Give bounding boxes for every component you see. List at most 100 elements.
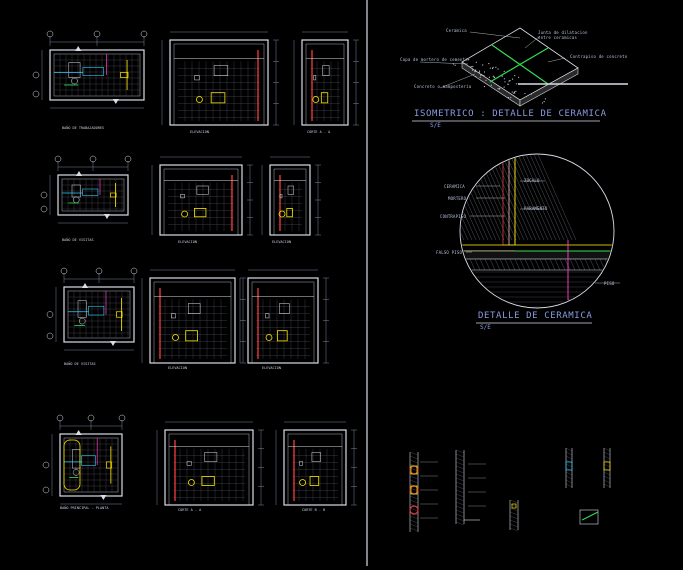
detail-label-right-1: PISO <box>604 281 614 286</box>
plan-4-section-marker <box>100 495 106 500</box>
iso-aggregate <box>493 76 494 77</box>
plan-1-walls <box>50 50 144 100</box>
cyan-fitting <box>566 462 572 470</box>
detail-pipe-left-hatch <box>410 508 418 511</box>
wall-hatch <box>436 150 476 240</box>
plan-2-axis-bubble <box>41 192 47 198</box>
elev1-caption-2: ELEVACION <box>178 240 197 244</box>
floor-hatch <box>490 259 495 270</box>
floor-hatch <box>565 259 570 270</box>
plan-4-section-marker <box>76 430 82 435</box>
detail-wall-2-hatch <box>456 522 464 525</box>
floor-hatch <box>560 259 565 270</box>
iso-aggregate <box>544 101 545 102</box>
iso-aggregate <box>514 75 515 76</box>
iso-label-top-left: Ceramica <box>446 28 467 33</box>
iso-aggregate <box>510 97 511 98</box>
iso-aggregate <box>504 81 505 82</box>
elev2-4-accessory <box>300 462 303 466</box>
detail-wall-4-hatch <box>566 452 572 455</box>
iso-aggregate <box>512 91 513 92</box>
detail-wall-4-hatch <box>566 472 572 475</box>
elev1-3-mirror <box>188 304 200 314</box>
elev2-2-wall <box>274 169 306 235</box>
detail-label-left-2: MORTERO <box>448 196 466 201</box>
detail-wall-4-hatch <box>566 464 572 467</box>
detail-wall-2-hatch <box>456 486 464 489</box>
wall-hatch <box>420 150 460 240</box>
detail-wall-2-hatch <box>456 494 464 497</box>
iso-aggregate <box>481 74 482 75</box>
detail-wall-3-hatch <box>510 504 518 507</box>
detail-wall-5-hatch <box>604 456 610 459</box>
iso-aggregate <box>508 97 509 98</box>
floor-hatch <box>515 259 520 270</box>
floor-hatch <box>575 259 580 270</box>
plan-2-section-marker <box>76 171 82 176</box>
detail-pipe-left-hatch <box>410 452 418 455</box>
iso-aggregate <box>476 62 477 63</box>
elev2-3-accessory <box>266 314 270 318</box>
floor-hatch <box>570 259 575 270</box>
iso-aggregate <box>497 68 498 69</box>
iso-aggregate <box>479 72 480 73</box>
floor-hatch <box>510 259 515 270</box>
detail-wall-2-hatch <box>456 498 464 501</box>
detail-wall-5-hatch <box>604 480 610 483</box>
plan-4-axis-bubble <box>43 487 49 493</box>
plan-caption-2: BAÑO DE VISITAS <box>62 238 94 242</box>
elev1-4-frame <box>165 430 253 505</box>
iso-aggregate <box>495 67 496 68</box>
detail-wall-5-hatch <box>604 468 610 471</box>
detail-wall-2-hatch <box>456 474 464 477</box>
elev2-3-wall <box>252 282 314 363</box>
elev2-2-mirror <box>288 186 294 194</box>
elev1-1-wc-elev <box>211 93 225 103</box>
iso-aggregate <box>475 69 476 70</box>
detail-wall-2-hatch <box>456 466 464 469</box>
iso-aggregate <box>504 87 505 88</box>
iso-right-face <box>520 68 578 106</box>
detail-wall-2-hatch <box>456 482 464 485</box>
elev2-1-fixture <box>313 97 319 103</box>
iso-aggregate <box>524 93 525 94</box>
elev1-2-mirror <box>197 186 208 194</box>
plan-4-lavatory <box>82 456 96 466</box>
plan-3-section-marker <box>82 283 88 288</box>
wall-hatch <box>448 150 488 240</box>
iso-aggregate <box>479 70 480 71</box>
iso-scale: S/E <box>430 122 441 129</box>
detail-pipe-left-hatch <box>410 500 418 503</box>
iso-leader <box>548 58 565 62</box>
iso-aggregate <box>475 76 476 77</box>
detail-wall-5-hatch <box>604 476 610 479</box>
plan-2-section-marker <box>104 214 110 219</box>
detail-pipe-left-hatch <box>410 496 418 499</box>
detail-wall-3-hatch <box>510 524 518 527</box>
wall-hatch <box>428 150 468 240</box>
elev2-1-wc-elev <box>321 93 327 103</box>
detail-wall-2-hatch <box>456 450 464 453</box>
iso-aggregate <box>492 67 493 68</box>
elev1-1-mirror <box>214 66 228 76</box>
detail-pipe-left-hatch <box>410 480 418 483</box>
iso-aggregate <box>489 77 490 78</box>
elev1-1-fixture <box>196 97 202 103</box>
iso-leader <box>470 32 520 38</box>
plan-1-axis-bubble <box>33 72 39 78</box>
floor-hatch <box>580 259 585 270</box>
iso-aggregate <box>542 102 543 103</box>
floor-hatch <box>545 259 550 270</box>
detail-pipe-left-hatch <box>410 456 418 459</box>
floor-hatch <box>460 259 465 270</box>
iso-aggregate <box>516 83 517 84</box>
detail-wall-5-hatch <box>604 472 610 475</box>
elev2-3-wc-elev <box>277 331 287 341</box>
detail-wall-3-hatch <box>510 508 518 511</box>
plan-3-lavatory <box>89 306 104 315</box>
elev1-4-wall <box>169 434 249 505</box>
detail-label-left-4: FALSO PISO <box>436 250 462 255</box>
iso-aggregate <box>472 70 473 71</box>
iso-aggregate <box>485 80 486 81</box>
